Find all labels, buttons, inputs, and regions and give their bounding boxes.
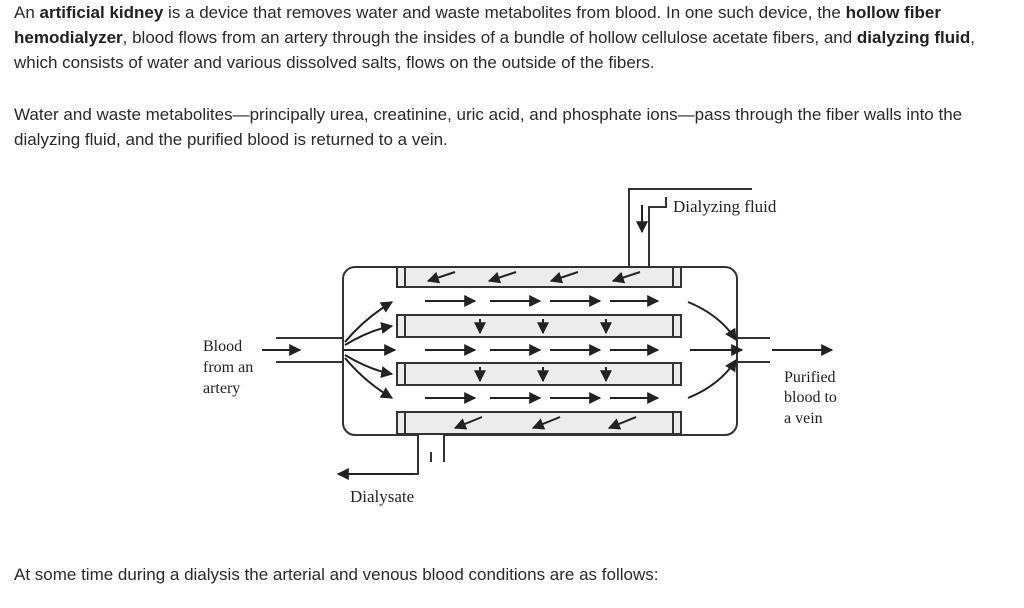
label-dialysate: Dialysate	[350, 487, 414, 506]
text: An	[14, 3, 40, 22]
hollow-fiber	[396, 266, 682, 288]
term-dialyzing-fluid: dialyzing fluid	[856, 28, 971, 47]
label-line: Blood	[203, 338, 242, 355]
label-line: artery	[203, 380, 240, 397]
label-line: a vein	[784, 410, 823, 427]
label-blood-from-artery: Blood from an artery	[203, 338, 257, 397]
hollow-fiber	[396, 362, 682, 386]
label-line: Purified	[784, 369, 836, 386]
blood-flow-arrows	[425, 295, 660, 404]
text: is a device that removes water and waste…	[163, 3, 846, 22]
label-line: blood to	[784, 389, 837, 406]
label-dialyzing-fluid: Dialyzing fluid	[673, 197, 777, 216]
hemodialyzer-diagram: Dialyzing fluid Blood from an artery Pur…	[203, 188, 841, 506]
metabolites-paragraph: Water and waste metabolites—principally …	[14, 105, 963, 149]
hollow-fiber	[396, 314, 682, 338]
text: , blood flows from an artery through the…	[122, 28, 857, 47]
term-hollow-fiber-hemodialyzer: hollow fiber hemodialyzer	[14, 3, 941, 47]
conditions-paragraph: At some time during a dialysis the arter…	[14, 565, 659, 584]
dialyzing-fluid-arrows	[426, 271, 641, 430]
term-artificial-kidney: artificial kidney	[39, 3, 164, 22]
label-purified-blood: Purified blood to a vein	[784, 369, 841, 427]
intro-paragraph: An artificial kidney is a device that re…	[14, 0, 1014, 75]
blood-outlet	[737, 337, 770, 363]
text: , which consists of water and various di…	[14, 28, 975, 72]
label-line: from an	[203, 359, 253, 376]
dialysate-outlet	[340, 434, 445, 475]
hollow-fiber	[396, 411, 682, 435]
blood-inlet	[276, 337, 343, 363]
